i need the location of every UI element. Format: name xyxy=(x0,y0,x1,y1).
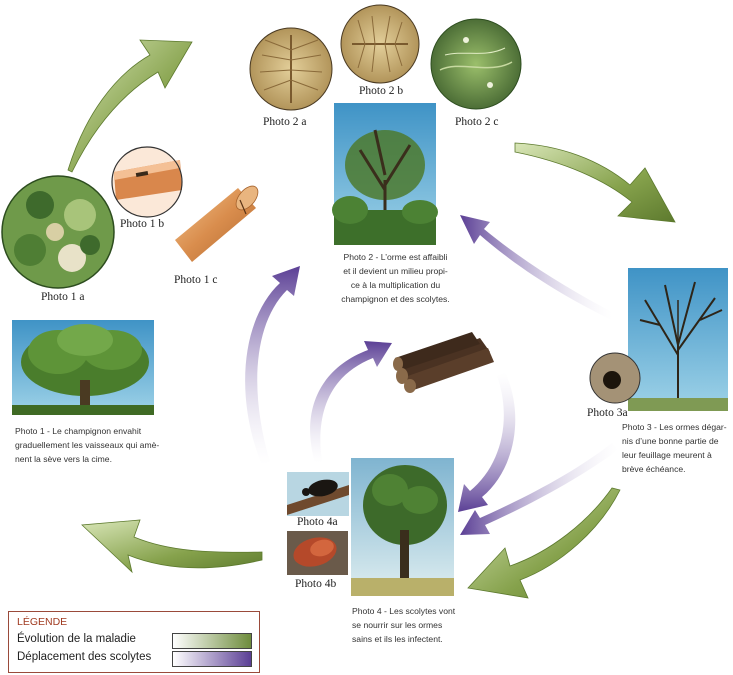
photo-4a-label: Photo 4a xyxy=(297,516,338,528)
legend-beetle-swatch xyxy=(172,651,252,667)
photo-4-caption-line: sains et ils les infectent. xyxy=(352,634,443,644)
disease-arrow-3-to-4 xyxy=(467,487,621,599)
photo-4-caption-line: Photo 4 - Les scolytes vont xyxy=(352,606,456,616)
disease-arrow-4-to-1 xyxy=(81,519,263,574)
photo-1c-branch xyxy=(175,185,259,262)
photo-1c-label: Photo 1 c xyxy=(174,274,218,286)
photo-3-caption: Photo 3 - Les ormes dégar- nis d’une bon… xyxy=(622,420,732,476)
beetle-breeding-logs xyxy=(393,332,494,393)
photo-2-caption-line: ce à la multiplication du xyxy=(350,280,441,290)
photo-1-healthy-elm xyxy=(12,320,154,415)
photo-2a-label: Photo 2 a xyxy=(263,116,307,128)
photo-1-caption-line: graduellement les vaisseaux qui amè- xyxy=(15,440,160,450)
photo-2b-label: Photo 2 b xyxy=(359,85,404,97)
legend-disease-swatch xyxy=(172,633,252,649)
legend-title: LÉGENDE xyxy=(17,616,68,628)
photo-2-caption-line: champignon et des scolytes. xyxy=(341,294,450,304)
photo-4-caption-line: se nourrir sur les ormes xyxy=(352,620,443,630)
photo-3-caption-line: leur feuillage meurent à xyxy=(622,450,712,460)
photo-1-caption-line: nent la sève vers la cime. xyxy=(15,454,112,464)
photo-1b-label: Photo 1 b xyxy=(120,218,165,230)
photo-4b-elm-bark-beetle xyxy=(287,531,348,575)
photo-3-caption-line: brève échéance. xyxy=(622,464,686,474)
photo-3a-entry-hole xyxy=(589,352,641,404)
photo-2c-label: Photo 2 c xyxy=(455,116,499,128)
photo-1a-label: Photo 1 a xyxy=(41,291,85,303)
photo-4-caption: Photo 4 - Les scolytes vont se nourrir s… xyxy=(352,604,472,646)
beetle-arrow-3-to-2 xyxy=(460,215,612,320)
beetle-arrow-3-to-4 xyxy=(460,443,618,535)
legend-box: LÉGENDE Évolution de la maladie Déplacem… xyxy=(8,611,260,673)
photo-4b-label: Photo 4b xyxy=(295,578,337,590)
photo-3a-label: Photo 3a xyxy=(587,407,628,419)
photo-3-caption-line: Photo 3 - Les ormes dégar- xyxy=(622,422,727,432)
photo-2-caption: Photo 2 - L’orme est affaibli et il devi… xyxy=(333,250,458,306)
photo-1-caption: Photo 1 - Le champignon envahit graduell… xyxy=(15,424,165,466)
photo-3-dying-elm xyxy=(628,268,728,411)
beetle-arrow-4-to-1 xyxy=(245,266,300,465)
photo-2-weakened-elm xyxy=(332,103,438,245)
legend-disease-label: Évolution de la maladie xyxy=(17,633,136,645)
photo-2-caption-line: Photo 2 - L’orme est affaibli xyxy=(343,252,448,262)
photo-2b-bark-gallery xyxy=(340,4,420,84)
legend-beetle-label: Déplacement des scolytes xyxy=(17,651,152,663)
photo-2a-bark-gallery xyxy=(249,27,333,111)
photo-2-caption-line: et il devient un milieu propi- xyxy=(343,266,448,276)
photo-2c-fungus-mycelium xyxy=(430,18,522,110)
disease-arrow-2-to-3 xyxy=(514,142,676,223)
photo-1b-twig-section xyxy=(111,146,183,218)
photo-4-healthy-elm xyxy=(351,458,454,596)
beetle-arrow-4-to-logs xyxy=(310,341,392,463)
photo-1a-foliage xyxy=(1,175,115,289)
disease-arrow-1-to-2 xyxy=(67,39,193,173)
photo-4a-elm-bark-beetle xyxy=(287,472,349,516)
photo-3-caption-line: nis d’une bonne partie de xyxy=(622,436,719,446)
beetle-arrow-logs-to-4 xyxy=(458,372,516,512)
photo-1-caption-line: Photo 1 - Le champignon envahit xyxy=(15,426,142,436)
